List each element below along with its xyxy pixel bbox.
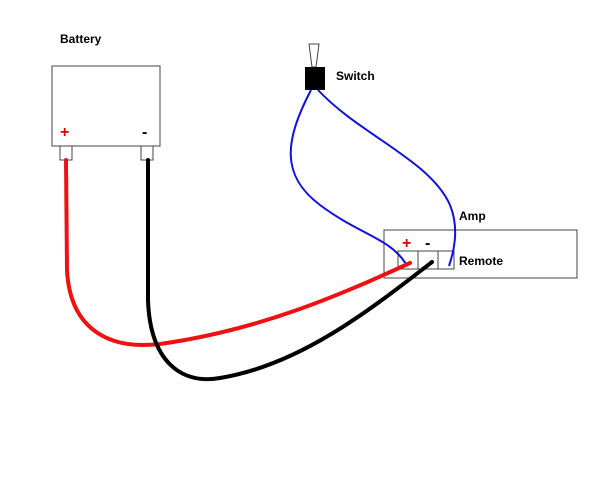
switch-body [305,67,325,90]
remote-label: Remote [459,254,503,268]
switch-label: Switch [336,69,375,83]
battery-negative-terminal [140,145,154,161]
battery-positive-terminal [59,145,73,161]
battery-negative-symbol: - [142,124,147,141]
battery-body [51,65,161,147]
positive-power-wire [64,158,412,347]
battery-label: Battery [60,32,102,46]
remote-wire-to-amp-remote [317,89,457,267]
switch-lever [308,43,320,68]
amp-negative-symbol: - [425,235,430,252]
battery-positive-symbol: + [60,124,69,141]
amp-label: Amp [459,209,486,223]
remote-wire-to-amp-positive [289,89,407,265]
amp-positive-symbol: + [402,235,411,252]
ground-wire [146,158,434,382]
